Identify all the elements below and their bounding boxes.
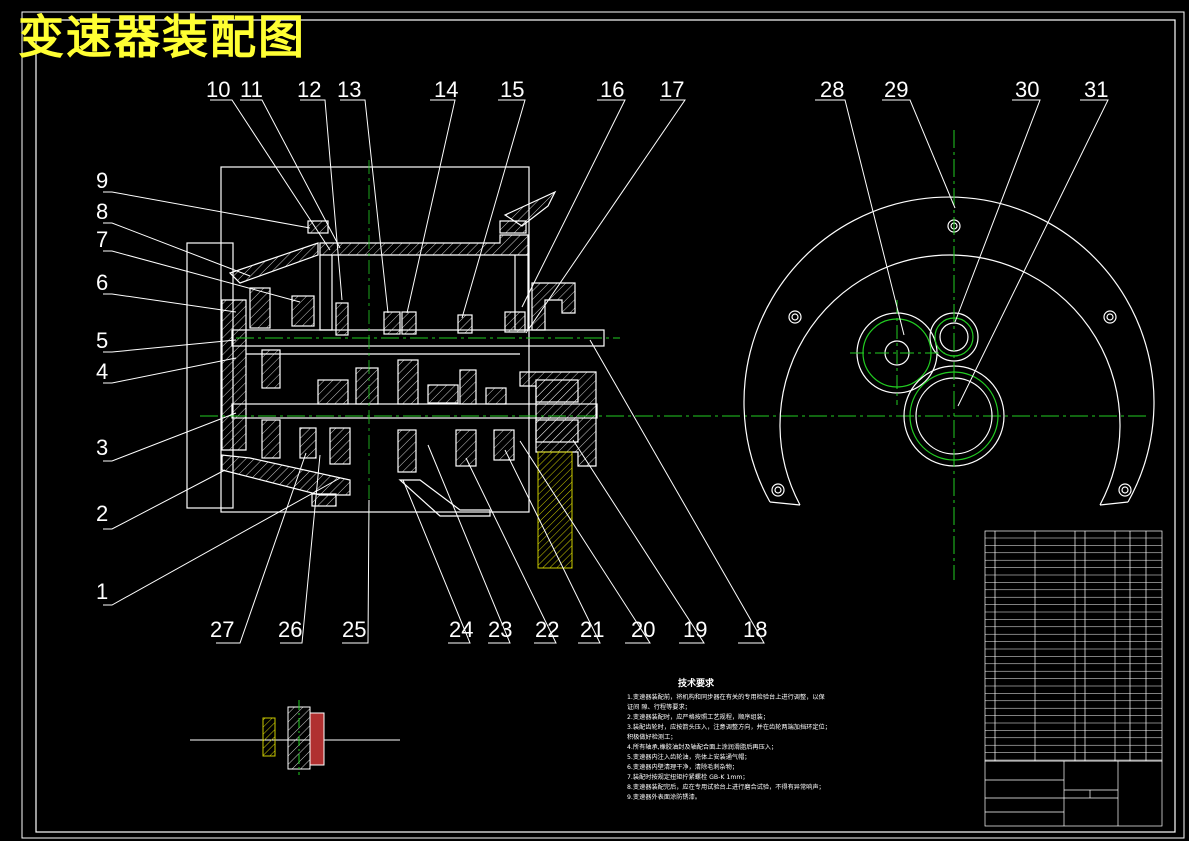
callout-29: 29 bbox=[884, 77, 908, 102]
tech-requirements-heading: 技术要求 bbox=[678, 679, 715, 689]
tech-requirement-item: 7.装配时按规定扭矩拧紧螺栓 GB-K 1mm； bbox=[627, 774, 749, 781]
callout-19: 19 bbox=[683, 617, 707, 642]
callout-8: 8 bbox=[96, 199, 108, 224]
tech-requirement-item: 5.变速器内注入齿轮油，壳体上安装通气帽； bbox=[627, 754, 751, 761]
callout-27: 27 bbox=[210, 617, 234, 642]
inner-frame bbox=[35, 19, 1176, 833]
tech-requirement-item: 9.变速器外表面涂防锈漆。 bbox=[627, 794, 701, 801]
callout-6: 6 bbox=[96, 270, 108, 295]
tech-requirement-item: 2.变速器装配时，应严格按照工艺规程，顺序组装； bbox=[627, 714, 770, 721]
drawing-frame bbox=[21, 11, 1185, 839]
leader-lines bbox=[103, 99, 1109, 644]
callout-4: 4 bbox=[96, 359, 108, 384]
callout-22: 22 bbox=[535, 617, 559, 642]
tech-requirement-item: 8.变速器装配完后，应在专用试验台上进行磨合试验，不得有异常响声； bbox=[627, 784, 825, 791]
detail-view bbox=[190, 700, 400, 775]
callout-labels: 1 2 3 4 5 6 7 8 9 10 11 12 13 14 15 16 1… bbox=[96, 77, 1108, 642]
tech-requirements-list: 1.变速器装配前，将机构和同步器在有关的专用检验台上进行调整，以保 证间 隙、行… bbox=[627, 693, 902, 803]
callout-2: 2 bbox=[96, 501, 108, 526]
end-view bbox=[743, 196, 1155, 506]
tech-requirement-item: 积极做好检测工； bbox=[627, 734, 677, 741]
callout-25: 25 bbox=[342, 617, 366, 642]
parts-list-table bbox=[984, 530, 1163, 827]
tech-requirement-item: 4.所有轴承,橡胶油封及轴配合面上涂润滑脂后再压入； bbox=[627, 744, 778, 751]
callout-23: 23 bbox=[488, 617, 512, 642]
callout-14: 14 bbox=[434, 77, 458, 102]
callout-17: 17 bbox=[660, 77, 684, 102]
callout-5: 5 bbox=[96, 328, 108, 353]
callout-7: 7 bbox=[96, 227, 108, 252]
callout-28: 28 bbox=[820, 77, 844, 102]
callout-3: 3 bbox=[96, 435, 108, 460]
output-shaft bbox=[537, 451, 573, 569]
callout-21: 21 bbox=[580, 617, 604, 642]
callout-20: 20 bbox=[631, 617, 655, 642]
callout-15: 15 bbox=[500, 77, 524, 102]
callout-24: 24 bbox=[449, 617, 473, 642]
callout-12: 12 bbox=[297, 77, 321, 102]
callout-9: 9 bbox=[96, 168, 108, 193]
callout-26: 26 bbox=[278, 617, 302, 642]
parts-list-rows bbox=[985, 537, 1162, 761]
callout-16: 16 bbox=[600, 77, 624, 102]
callout-13: 13 bbox=[337, 77, 361, 102]
tech-requirement-item: 6.变速器内壁清理干净，清除毛刺杂物； bbox=[627, 764, 739, 771]
section-view bbox=[186, 166, 605, 517]
drawing-title: 变速器装配图 bbox=[18, 10, 306, 64]
callout-18: 18 bbox=[743, 617, 767, 642]
tech-requirement-item: 证间 隙、行程等要求； bbox=[627, 704, 691, 711]
callout-11: 11 bbox=[240, 77, 263, 102]
callout-31: 31 bbox=[1084, 77, 1108, 102]
tech-requirement-item: 3.装配齿轮时，应按箭头压入，注意调整方向，并在齿轮两端加挡环定位； bbox=[627, 724, 831, 731]
callout-10: 10 bbox=[206, 77, 230, 102]
callout-30: 30 bbox=[1015, 77, 1039, 102]
callout-1: 1 bbox=[96, 579, 108, 604]
tech-requirement-item: 1.变速器装配前，将机构和同步器在有关的专用检验台上进行调整，以保 bbox=[627, 694, 825, 701]
